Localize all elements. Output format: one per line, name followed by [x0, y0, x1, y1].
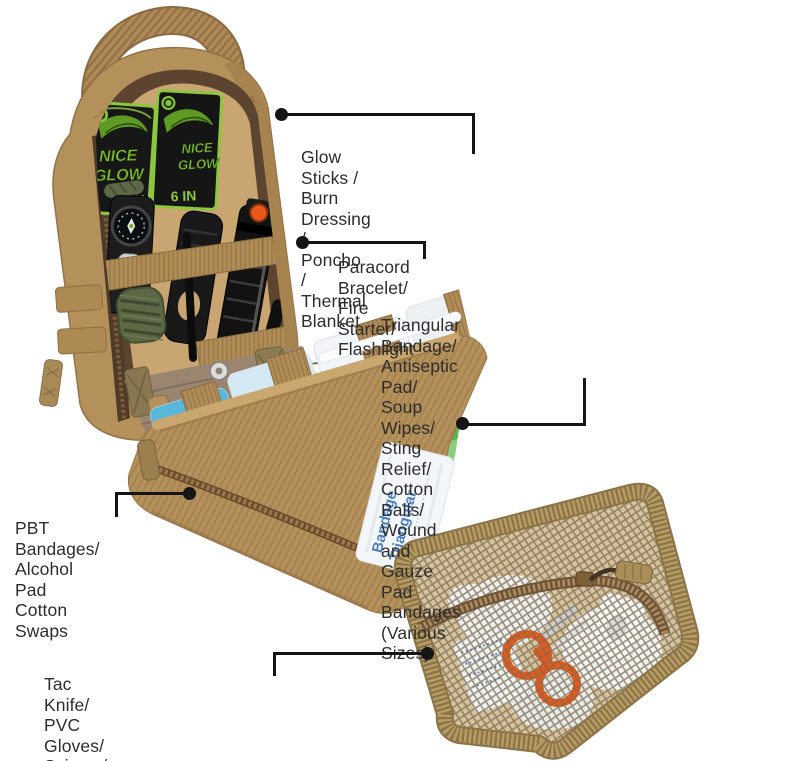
braid-detail: [120, 298, 163, 337]
glow-brand-line1: NICE: [99, 147, 139, 165]
callout-dot: [296, 236, 309, 249]
top-flap: NICE GLOW CH K NICE GLOW 6 IN: [39, 46, 299, 442]
hinge-strap-left: [124, 366, 156, 418]
braid-highlight: [119, 294, 163, 341]
snap-button-center: [215, 367, 223, 375]
callout-label: PBT Bandages/ Alcohol Pad Cotton Swaps: [15, 518, 100, 641]
zipper-slider: [575, 571, 595, 587]
molle-webbing: [39, 284, 107, 407]
callout-label: Glow Sticks / Burn Dressing / Poncho / T…: [301, 147, 371, 331]
tray-zipper-tab: [137, 439, 160, 481]
pull-tab-grid: [623, 564, 643, 580]
mesh-flap-trim-weave: [395, 484, 698, 758]
callout-label: Triangular Bandage/ Antiseptic Pad/ Soup…: [381, 315, 461, 663]
callout-line: [273, 652, 430, 676]
flashlight-button: [249, 203, 269, 223]
tray-rim: [152, 333, 460, 430]
glow-stick-packet-right: NICE GLOW 6 IN: [150, 89, 224, 211]
callout-label: Paracord Bracelet/ Fire Starter/ Flashli…: [338, 257, 414, 359]
callout-line: [281, 113, 475, 154]
mesh-zipper: [417, 560, 671, 636]
molle-band: [54, 284, 104, 313]
white-stick: [318, 311, 462, 363]
braid-detail: [108, 180, 138, 196]
glow-brand-line2: GLOW: [94, 166, 146, 185]
callout-dot: [421, 647, 434, 660]
callout-line: [115, 492, 192, 517]
glow-brand-line1: NICE: [181, 140, 213, 157]
glow-leaf-art: [163, 109, 214, 133]
callout-label: Tac Knife/ PVC Gloves/ Scissor/ Tweezer/…: [44, 674, 107, 761]
mesh-net-overlay: [402, 491, 691, 751]
glow-leaf-art: [98, 115, 148, 139]
flap-zipper-teeth: [96, 135, 126, 420]
mesh-pocket-flap: [393, 482, 700, 760]
rim-shadow: [159, 344, 453, 432]
callout-dot: [456, 417, 469, 430]
glow-brand-line2: GLOW: [178, 155, 221, 172]
molle-strap-end: [39, 359, 63, 407]
paracord-bracelet: [115, 286, 167, 344]
callout-line: [302, 241, 426, 259]
callout-dot: [275, 108, 288, 121]
callout-dot: [183, 487, 196, 500]
callout-line: [463, 378, 586, 426]
tray-bottom-shade: [151, 510, 369, 610]
molle-band: [57, 326, 107, 355]
stitch-detail: [42, 366, 60, 398]
glow-right-fragment: 6 IN: [170, 187, 196, 204]
